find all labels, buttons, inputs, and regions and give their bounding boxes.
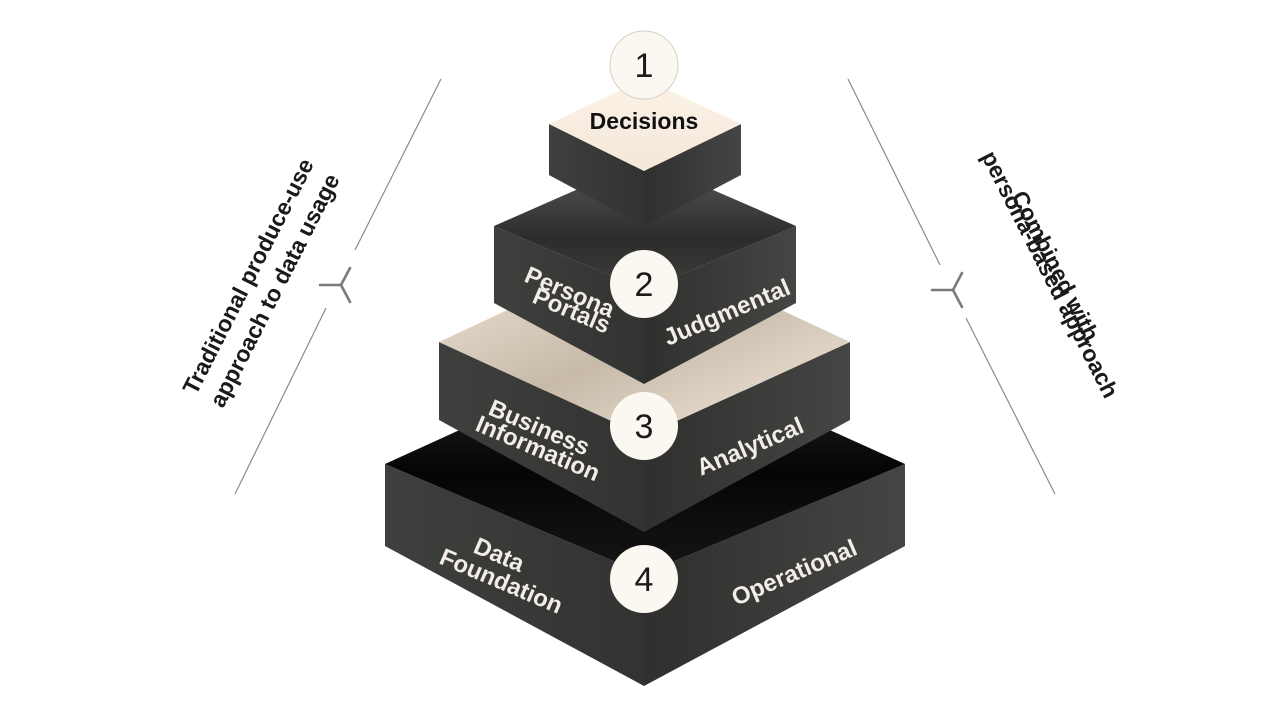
badge-1-number: 1 bbox=[635, 47, 654, 85]
number-badge-3: 3 bbox=[610, 392, 678, 460]
badge-4-circle bbox=[610, 545, 678, 613]
left-guide-line-lower bbox=[234, 307, 327, 495]
badge-2-number: 2 bbox=[635, 266, 654, 304]
level-1-top-face bbox=[549, 79, 741, 171]
level-3-left-face bbox=[439, 342, 644, 532]
left-branch-icon bbox=[318, 266, 352, 304]
level-4-right-face bbox=[644, 464, 905, 686]
badge-1-circle bbox=[609, 30, 679, 100]
right-branch-icon bbox=[930, 271, 964, 309]
level-1-block: Decisions bbox=[549, 79, 741, 226]
badge-4-number: 4 bbox=[635, 561, 654, 599]
number-badge-4: 4 bbox=[610, 545, 678, 613]
level-4-block: Data Foundation Operational bbox=[385, 346, 905, 686]
level-4-left-face bbox=[385, 464, 644, 686]
level-2-left-face bbox=[494, 226, 644, 384]
left-guide: Traditional produce-use approach to data… bbox=[177, 78, 442, 495]
badge-3-circle bbox=[610, 392, 678, 460]
right-guide-line-upper bbox=[847, 78, 941, 266]
level-2-right-face bbox=[644, 226, 796, 384]
level-1-left-face bbox=[549, 124, 644, 226]
right-side-label-line2: persona-based approach bbox=[977, 146, 1124, 402]
right-guide-line-lower bbox=[965, 317, 1056, 495]
right-guide: Combined with persona-based approach bbox=[847, 78, 1124, 495]
badge-2-circle bbox=[610, 250, 678, 318]
level-3-right-face bbox=[644, 342, 850, 532]
level-1-top-label: Decisions bbox=[590, 108, 699, 134]
left-guide-line-upper bbox=[354, 78, 442, 251]
level-1-right-face bbox=[644, 124, 741, 226]
badge-3-number: 3 bbox=[635, 408, 654, 446]
number-badge-1: 1 bbox=[609, 30, 679, 100]
number-badge-2: 2 bbox=[610, 250, 678, 318]
